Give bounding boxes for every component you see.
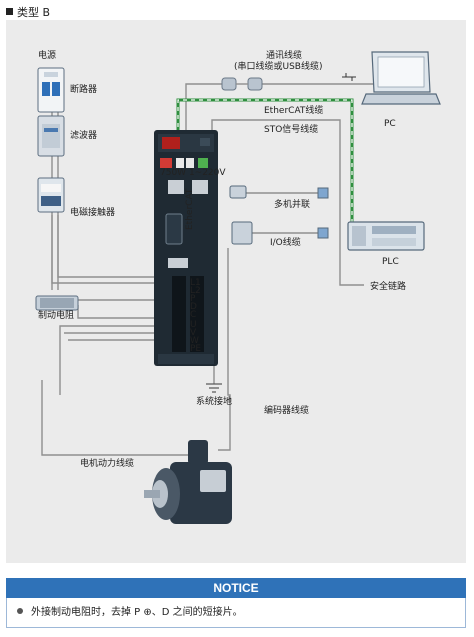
bullet-icon [17,608,23,614]
encoder-cable-label: 编码器线缆 [264,404,309,416]
servo-motor [144,440,232,524]
filter [37,115,65,157]
filter-label: 滤波器 [70,129,97,141]
brake-resistor-label: 制动电阻 [38,309,74,321]
l1-cable [51,215,186,284]
terminal-p: P [190,294,196,304]
motor-power-cable-label: 电机动力线缆 [80,457,134,469]
drive-model-text: 750W 1~220V [160,168,226,178]
comm-cable-drive [185,83,222,135]
ethercat-cable [176,98,354,222]
terminal-u: U [190,320,197,330]
ethercat-cable-label: EtherCAT线缆 [264,104,323,116]
terminal-w: W [190,336,199,346]
motor-power-cable [41,380,197,470]
plc-label: PLC [382,257,399,267]
sto-cable-label: STO信号线缆 [264,123,318,135]
terminal-c: C [190,310,196,320]
terminal-v: V [190,328,197,338]
notice-body: 外接制动电阻时，去掉 P ⊕、D 之间的短接片。 [6,598,466,628]
notice-text: 外接制动电阻时，去掉 P ⊕、D 之间的短接片。 [31,607,243,618]
power-label: 电源 [38,49,56,61]
section-title: 类型 B [6,4,50,20]
breaker [37,67,65,113]
terminal-l1: L1 [190,278,201,288]
usb-icon [342,73,356,81]
contactor [37,177,65,213]
encoder-cable [218,248,231,451]
brake-resistor [35,295,79,311]
pc-laptop [361,51,441,105]
drive-terminal-labels: L1 L2 P D C U V W PE [190,278,201,354]
pc-label: PC [384,119,396,129]
comm-cable-connector [221,77,263,91]
drive-brand-text: EtherCAT [185,188,195,230]
square-bullet-icon [6,8,13,15]
ground-icon [206,383,222,393]
contactor-label: 电磁接触器 [70,206,115,218]
comm-cable-label-1: 通讯线缆 [266,49,302,61]
servo-drive [154,130,218,366]
l2-cable [57,215,186,278]
section-title-text: 类型 B [17,6,51,19]
notice-title: NOTICE [6,578,466,598]
network-connector [229,185,329,199]
diagram-panel [6,20,466,563]
plc [347,221,425,251]
terminal-pe: PE [190,344,201,354]
breaker-label: 断路器 [70,83,97,95]
terminal-d: D [190,302,197,312]
safety-link-label: 安全链路 [370,280,406,292]
multi-parallel-label: 多机并联 [274,198,310,210]
comm-cable-label-2: (串口线缆或USB线缆) [234,60,323,72]
system-ground-label: 系统接地 [196,395,232,407]
io-cable-label: I/O线缆 [270,236,301,248]
sto-cable [211,119,364,286]
io-connector [231,221,329,245]
terminal-l2: L2 [190,286,201,296]
